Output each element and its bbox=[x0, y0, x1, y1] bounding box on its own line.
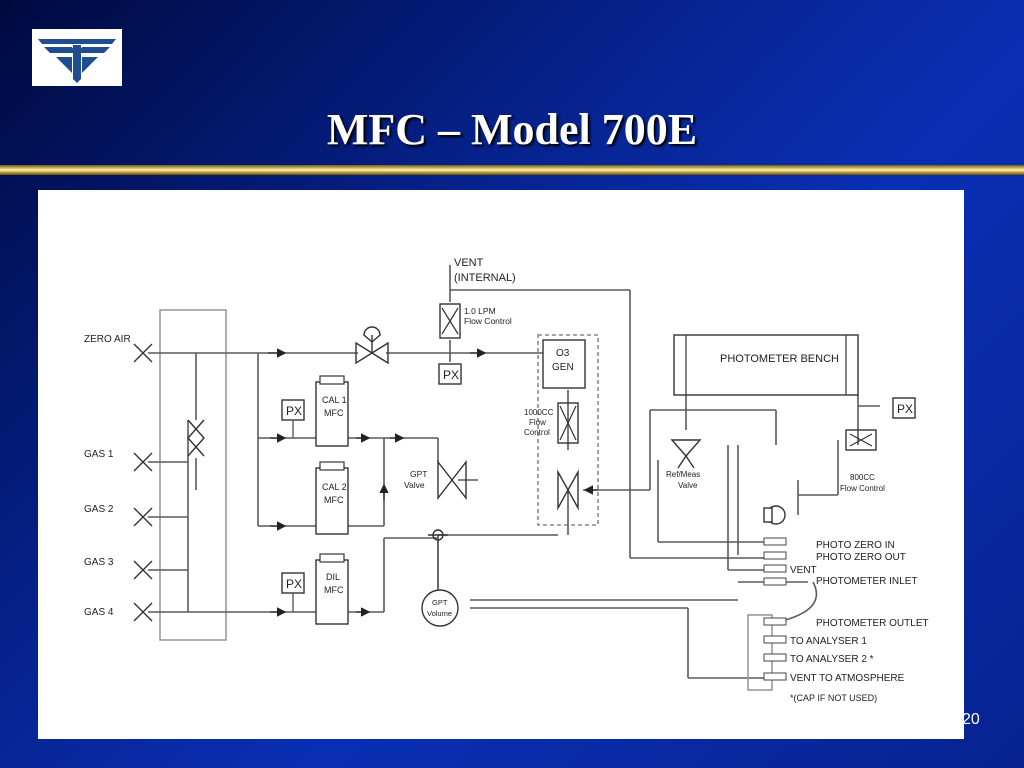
port-labels: PHOTO ZERO IN PHOTO ZERO OUT VENT PHOTOM… bbox=[790, 540, 929, 703]
photometer-bench: PHOTOMETER BENCH bbox=[673, 334, 859, 396]
pump-icon bbox=[763, 505, 786, 525]
cal1-mfc: CAL 1 MFC bbox=[315, 375, 349, 447]
gpt-volume-line1: GPT bbox=[432, 598, 448, 607]
label-to-analyser-1: TO ANALYSER 1 bbox=[790, 636, 867, 647]
gpt-tee bbox=[428, 529, 448, 541]
px-box-3: PX bbox=[281, 572, 305, 594]
gpt-volume-line2: Volume bbox=[427, 609, 452, 618]
flow-control-1000cc-line1: 1000CC bbox=[524, 408, 554, 417]
label-vent-to-atmosphere: VENT TO ATMOSPHERE bbox=[790, 673, 905, 684]
label-photo-zero-in: PHOTO ZERO IN bbox=[816, 540, 895, 551]
cal2-mfc: CAL 2 MFC bbox=[315, 461, 349, 535]
px-box-4: PX bbox=[892, 397, 916, 419]
dil-mfc-line1: DIL bbox=[326, 572, 340, 582]
gpt-valve-line1: GPT bbox=[410, 469, 427, 479]
flow-control-800cc-line2: Flow Control bbox=[840, 484, 885, 493]
teledyne-logo-icon bbox=[32, 29, 122, 86]
gpt-volume: GPT Volume bbox=[421, 589, 459, 627]
ref-meas-valve: Ref/Meas Valve bbox=[666, 439, 702, 490]
inlet-valves bbox=[133, 343, 205, 622]
vent-internal-label: VENT (INTERNAL) bbox=[454, 257, 516, 284]
gpt-valve-line2: Valve bbox=[404, 480, 425, 490]
page-number: 20 bbox=[962, 711, 980, 728]
px-box-1: PX bbox=[438, 363, 462, 385]
flow-control-1lpm-line2: Flow Control bbox=[464, 316, 512, 326]
ref-meas-valve-line1: Ref/Meas bbox=[666, 470, 700, 479]
gpt-valve: GPT Valve bbox=[404, 459, 467, 501]
flow-diagram-panel: 1.0 LPM Flow Control VENT (INTERNAL) PX … bbox=[38, 190, 964, 739]
inlet-labels: ZERO AIR GAS 1 GAS 2 GAS 3 GAS 4 bbox=[84, 334, 131, 618]
flow-control-800cc: 800CC Flow Control bbox=[840, 429, 885, 493]
o3-generator: O3 GEN bbox=[542, 339, 586, 389]
label-to-analyser-2: TO ANALYSER 2 * bbox=[790, 654, 874, 665]
label-photo-zero-out: PHOTO ZERO OUT bbox=[816, 552, 906, 563]
label-gas4: GAS 4 bbox=[84, 607, 114, 618]
cal2-mfc-line1: CAL 2 bbox=[322, 482, 347, 492]
flow-control-800cc-line1: 800CC bbox=[850, 473, 875, 482]
o3-outlet-valve bbox=[557, 469, 579, 511]
dil-mfc: DIL MFC bbox=[315, 553, 349, 625]
slide-title: MFC – Model 700E bbox=[326, 105, 698, 154]
tubing-lines bbox=[148, 265, 880, 691]
flow-control-1000cc-line3: Control bbox=[524, 428, 550, 437]
px-box-2-label: PX bbox=[286, 404, 302, 418]
port-fittings bbox=[763, 537, 787, 681]
flow-arrows bbox=[268, 348, 598, 617]
o3-gen-line1: O3 bbox=[556, 348, 570, 359]
label-gas1: GAS 1 bbox=[84, 449, 114, 460]
flow-control-1000cc-line2: Flow bbox=[529, 418, 546, 427]
label-vent: VENT bbox=[790, 565, 817, 576]
photometer-bench-label: PHOTOMETER BENCH bbox=[720, 353, 839, 365]
px-box-3-label: PX bbox=[286, 577, 302, 591]
label-zero-air: ZERO AIR bbox=[84, 334, 131, 345]
label-photometer-outlet: PHOTOMETER OUTLET bbox=[816, 618, 929, 629]
px-box-4-label: PX bbox=[897, 402, 913, 416]
zero-air-valve bbox=[355, 326, 389, 365]
vent-internal-line2: (INTERNAL) bbox=[454, 272, 516, 284]
vent-internal-line1: VENT bbox=[454, 257, 484, 269]
ref-meas-valve-line2: Valve bbox=[678, 481, 698, 490]
cal1-mfc-line1: CAL 1 bbox=[322, 395, 347, 405]
label-gas3: GAS 3 bbox=[84, 557, 114, 568]
label-photometer-inlet: PHOTOMETER INLET bbox=[816, 576, 918, 587]
flow-control-1lpm-line1: 1.0 LPM bbox=[464, 306, 496, 316]
flow-control-1lpm: 1.0 LPM Flow Control bbox=[439, 303, 512, 339]
dil-mfc-line2: MFC bbox=[324, 585, 344, 595]
label-gas2: GAS 2 bbox=[84, 504, 114, 515]
px-box-1-label: PX bbox=[443, 368, 459, 382]
cal2-mfc-line2: MFC bbox=[324, 495, 344, 505]
o3-gen-line2: GEN bbox=[552, 362, 574, 373]
px-box-2: PX bbox=[281, 399, 305, 421]
flow-control-1000cc: 1000CC Flow Control bbox=[524, 402, 579, 444]
flow-diagram: 1.0 LPM Flow Control VENT (INTERNAL) PX … bbox=[84, 257, 929, 703]
cal1-mfc-line2: MFC bbox=[324, 408, 344, 418]
footnote-cap-if-not-used: *(CAP IF NOT USED) bbox=[790, 693, 877, 703]
title-divider bbox=[0, 165, 1024, 175]
